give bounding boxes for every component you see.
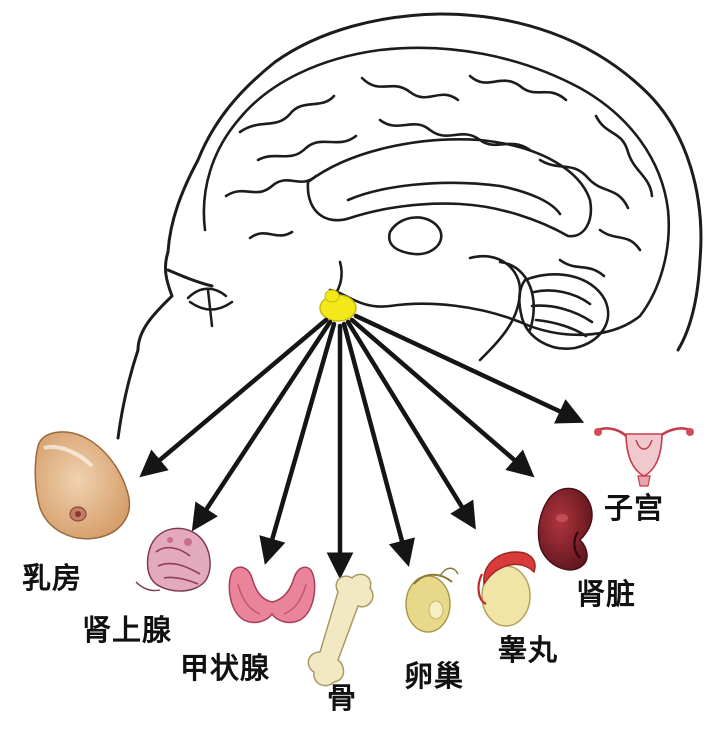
head-outline: [116, 12, 703, 440]
label-bone: 骨: [327, 681, 358, 715]
head-profile: [116, 12, 703, 440]
pituitary-gland: [319, 289, 357, 322]
brainstem: [468, 255, 535, 362]
label-breast: 乳房: [22, 561, 83, 595]
label-thyroid: 甲状腺: [180, 651, 271, 685]
eye-icon: [186, 287, 234, 328]
thyroid-icon: [228, 566, 316, 624]
brow-line: [166, 268, 214, 288]
arrow-to-ovary: [341, 321, 415, 567]
arrow-to-thyroid: [259, 321, 337, 565]
arrows: [139, 313, 585, 580]
label-adrenal: 肾上腺: [82, 613, 173, 647]
arrow-to-uterus: [353, 313, 585, 424]
label-ovary: 卵巢: [404, 659, 465, 693]
brain-outer: [202, 46, 671, 337]
ovary-icon: [405, 567, 459, 633]
uterus-icon: [594, 427, 694, 487]
label-uterus: 子宫: [604, 491, 665, 525]
testis-icon: [477, 551, 536, 627]
thalamus: [387, 216, 443, 256]
label-kidney: 肾脏: [576, 577, 637, 611]
label-testis: 睾丸: [498, 633, 559, 667]
breast-icon: [34, 431, 131, 540]
bone-icon: [307, 573, 374, 687]
adrenal-icon: [135, 527, 211, 592]
brain: [202, 46, 671, 362]
arrow-to-adrenal: [191, 319, 333, 532]
arrow-to-kidney: [349, 317, 535, 478]
kidney-icon: [537, 487, 593, 571]
cerebellum: [518, 273, 610, 350]
arrow-to-testis: [345, 319, 476, 530]
corpus-callosum: [306, 138, 593, 238]
arrow-to-breast: [139, 317, 329, 478]
